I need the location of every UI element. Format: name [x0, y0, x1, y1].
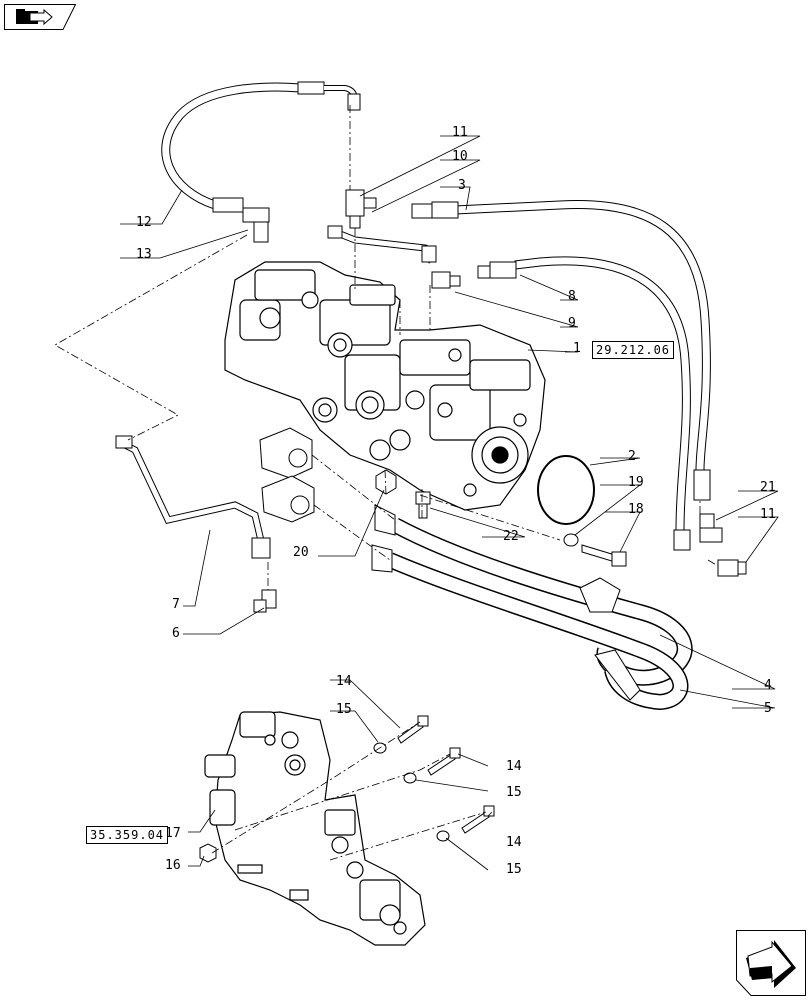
washer-19 — [563, 533, 579, 547]
pump-assembly — [224, 261, 546, 511]
callout-19: 19 — [628, 475, 644, 490]
callout-15a: 15 — [336, 702, 352, 717]
callout-5: 5 — [764, 701, 772, 716]
hose-3 — [411, 199, 711, 501]
pipe-10 — [327, 225, 437, 264]
callout-22: 22 — [503, 529, 519, 544]
port-fittings — [259, 427, 315, 523]
callout-7: 7 — [172, 597, 180, 612]
fitting-11-top — [345, 189, 377, 229]
callout-17: 17 — [165, 826, 181, 841]
pipe-7 — [115, 435, 271, 559]
callout-2: 2 — [628, 449, 636, 464]
callout-20: 20 — [293, 545, 309, 560]
plug-20 — [375, 469, 397, 495]
callout-6: 6 — [172, 626, 180, 641]
next-page-arrow-icon — [736, 930, 806, 996]
callout-8: 8 — [568, 289, 576, 304]
callout-14c: 14 — [506, 835, 522, 850]
hose-8 — [477, 256, 691, 551]
callout-16: 16 — [165, 858, 181, 873]
bolt-22 — [415, 491, 431, 519]
leader-lines — [120, 135, 779, 871]
callout-labels: 1 2 3 4 5 6 7 8 9 10 11 11 12 13 14 14 1… — [136, 125, 776, 877]
callout-14b: 14 — [506, 759, 522, 774]
elbow-6 — [253, 589, 277, 613]
washers-15 — [373, 742, 450, 842]
callout-1: 1 — [573, 341, 581, 356]
pump-reference-link[interactable]: 29.212.06 — [592, 341, 675, 359]
callout-15b: 15 — [506, 785, 522, 800]
folder-arrow-icon — [4, 4, 77, 30]
callout-18: 18 — [628, 502, 644, 517]
top-nav-button[interactable] — [4, 4, 77, 30]
o-ring-2 — [537, 455, 595, 525]
callout-3: 3 — [458, 178, 466, 193]
callout-13: 13 — [136, 247, 152, 262]
callout-10: 10 — [452, 149, 468, 164]
centerlines — [54, 105, 719, 861]
valve-reference-link[interactable]: 35.359.04 — [86, 826, 169, 844]
next-page-button[interactable] — [736, 930, 806, 996]
callout-9: 9 — [568, 316, 576, 331]
callout-15c: 15 — [506, 862, 522, 877]
fitting-16 — [199, 843, 217, 863]
callout-12: 12 — [136, 215, 152, 230]
control-valve-17 — [204, 711, 426, 946]
callout-4: 4 — [764, 678, 772, 693]
callout-11-right: 11 — [760, 507, 776, 522]
callout-14a: 14 — [336, 674, 352, 689]
hose-12 — [161, 81, 361, 243]
fitting-11-right — [717, 559, 747, 577]
bolt-18 — [581, 544, 627, 567]
callout-21: 21 — [760, 480, 776, 495]
fitting-9 — [431, 271, 461, 289]
fitting-21 — [699, 513, 723, 543]
callout-11-top: 11 — [452, 125, 468, 140]
hose-5 — [371, 544, 689, 711]
bolts-14 — [397, 715, 495, 834]
